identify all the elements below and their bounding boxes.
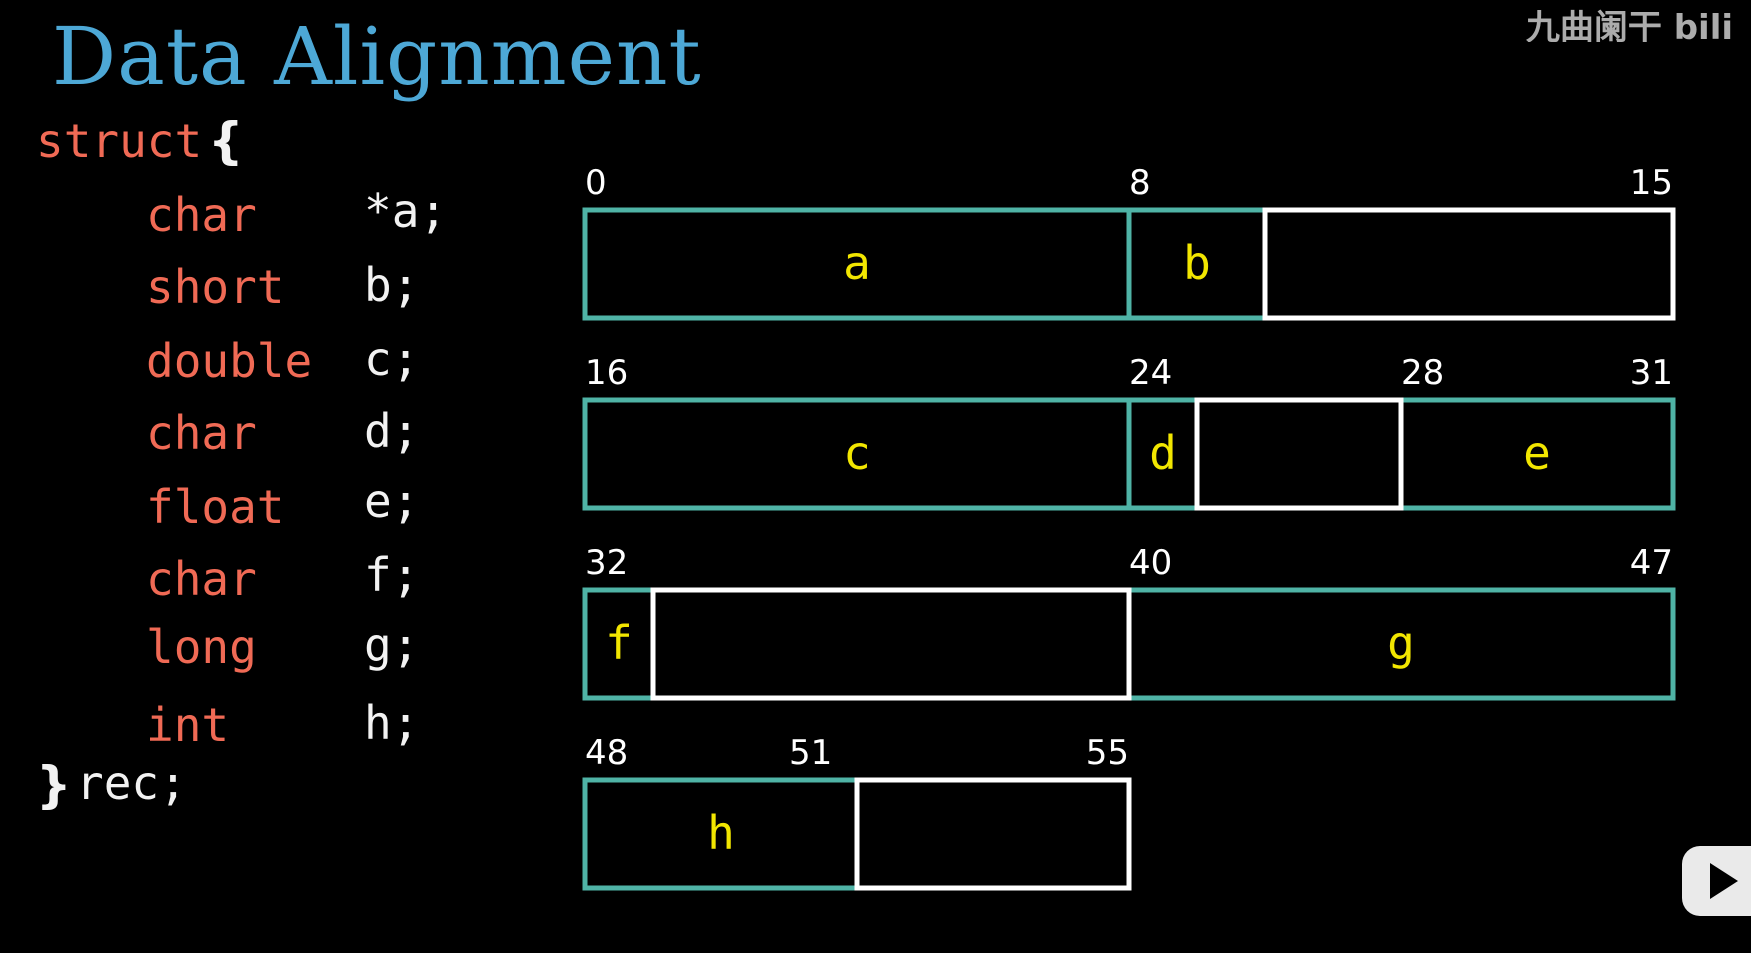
offset-label: 47 [1630,543,1673,583]
offset-label: 40 [1129,543,1172,583]
open-brace: { [208,112,244,170]
field-name: f; [364,548,420,602]
offset-label: 32 [585,543,628,583]
field-label: c [843,426,871,480]
field-type: double [146,334,313,388]
offset-label: 15 [1630,163,1673,203]
offset-label: 31 [1630,353,1673,393]
struct-variable-name: rec; [76,756,187,810]
play-icon[interactable] [1680,838,1751,924]
struct-keyword: struct [36,114,203,168]
field-label: e [1523,426,1551,480]
field-name: *a; [364,184,448,238]
field-type: char [146,552,257,606]
offset-label: 48 [585,733,628,773]
field-type: char [146,406,257,460]
field-label: a [843,236,871,290]
field-name: d; [364,404,420,458]
field-name: b; [364,258,420,312]
offset-label: 16 [585,353,628,393]
padding-cell [1262,207,1676,321]
field-label: g [1387,616,1415,670]
field-type: char [146,188,257,242]
padding-cell [1194,397,1404,511]
offset-label: 55 [1086,733,1129,773]
offset-label: 28 [1401,353,1444,393]
offset-label: 8 [1129,163,1151,203]
field-type: float [146,480,285,534]
field-name: e; [364,474,420,528]
padding-cell [650,587,1132,701]
close-brace: } [36,756,72,814]
watermark: 九曲阑干 bili [1525,8,1733,42]
field-label: h [707,806,735,860]
page-title: Data Alignment [52,10,702,103]
field-type: short [146,260,285,314]
padding-cell [854,777,1132,891]
field-name: c; [364,332,420,386]
field-label: d [1149,426,1177,480]
field-name: g; [364,618,420,672]
field-label: b [1183,236,1211,290]
offset-label: 51 [789,733,832,773]
field-type: int [146,698,230,752]
field-type: long [146,620,257,674]
offset-label: 0 [585,163,607,203]
field-name: h; [364,696,420,750]
field-label: f [605,616,633,670]
offset-label: 24 [1129,353,1172,393]
